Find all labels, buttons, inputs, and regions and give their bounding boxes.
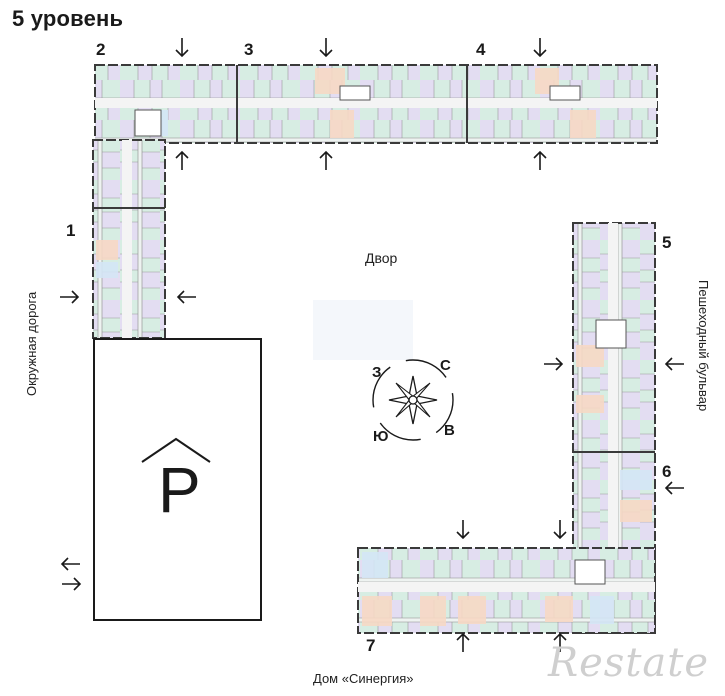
arrow-down-icon bbox=[533, 38, 547, 58]
arrow-up-icon bbox=[175, 150, 189, 170]
section-label-6: 6 bbox=[662, 462, 672, 481]
building-bottom-wing bbox=[357, 547, 656, 634]
synergy-house-label: Дом «Синергия» bbox=[313, 671, 414, 686]
section-label-2: 2 bbox=[96, 40, 106, 59]
building-left-wing bbox=[92, 109, 166, 339]
compass-north: С bbox=[440, 357, 451, 374]
entrance-arrows bbox=[60, 38, 684, 652]
arrow-up-icon bbox=[319, 150, 333, 170]
section-label-1: 1 bbox=[66, 221, 76, 240]
arrow-left-icon bbox=[664, 357, 684, 371]
compass-east: В bbox=[444, 422, 455, 439]
courtyard-area bbox=[313, 300, 413, 360]
arrow-left-icon bbox=[60, 557, 80, 571]
section-label-4: 4 bbox=[476, 40, 486, 59]
arrow-down-icon bbox=[175, 38, 189, 58]
section-label-3: 3 bbox=[244, 40, 254, 59]
ring-road-label: Окружная дорога bbox=[24, 291, 39, 396]
arrow-up-icon bbox=[553, 632, 567, 652]
compass-rose-icon bbox=[372, 359, 454, 441]
arrow-up-icon bbox=[456, 632, 470, 652]
pedestrian-boulevard-label: Пешеходный бульвар bbox=[696, 280, 711, 412]
arrow-right-icon bbox=[544, 357, 564, 371]
section-label-7: 7 bbox=[366, 636, 376, 655]
arrow-down-icon bbox=[456, 520, 470, 540]
page-title: 5 уровень bbox=[12, 6, 124, 31]
arrow-up-icon bbox=[533, 150, 547, 170]
arrow-right-icon bbox=[62, 577, 82, 591]
parking-lot bbox=[93, 338, 262, 621]
arrow-down-icon bbox=[553, 520, 567, 540]
arrow-left-icon bbox=[176, 290, 196, 304]
courtyard-label: Двор bbox=[365, 250, 398, 266]
parking-letter: P bbox=[158, 454, 201, 526]
compass-west: З bbox=[372, 364, 382, 381]
compass-south: Ю bbox=[373, 428, 389, 445]
section-label-5: 5 bbox=[662, 233, 672, 252]
arrow-right-icon bbox=[60, 290, 80, 304]
arrow-down-icon bbox=[319, 38, 333, 58]
arrow-left-icon bbox=[664, 481, 684, 495]
building-top-wing bbox=[94, 64, 658, 144]
restate-watermark: Restate bbox=[548, 640, 709, 686]
